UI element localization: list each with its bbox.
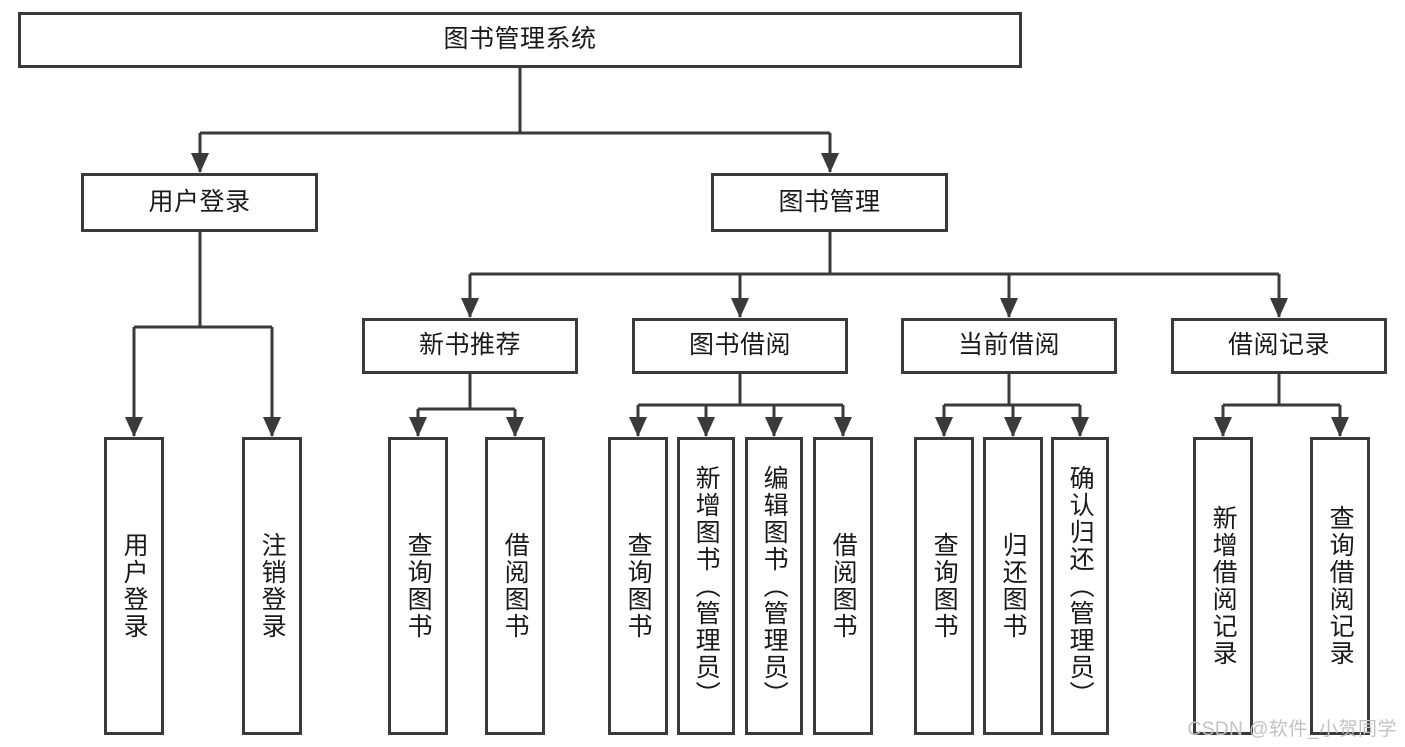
- node-label: 图书借阅: [688, 331, 791, 360]
- node-current-borrow[interactable]: 当前借阅: [901, 318, 1117, 374]
- node-user-login[interactable]: 用户登录: [81, 173, 318, 232]
- node-leaf-return-book[interactable]: 归还图书: [983, 437, 1043, 735]
- node-label: 新书推荐: [418, 331, 521, 360]
- node-label: 确认归还（管理员）: [1066, 464, 1095, 708]
- node-borrow-record[interactable]: 借阅记录: [1171, 318, 1387, 374]
- node-leaf-edit-book[interactable]: 编辑图书（管理员）: [745, 437, 803, 735]
- node-label: 借阅记录: [1227, 331, 1330, 360]
- node-book-borrow[interactable]: 图书借阅: [632, 318, 848, 374]
- node-label: 借阅图书: [829, 532, 858, 640]
- csdn-watermark: CSDN @软件_小贺同学: [1187, 719, 1397, 740]
- node-leaf-query-book-2[interactable]: 查询图书: [608, 437, 668, 735]
- node-label: 查询图书: [404, 532, 433, 640]
- node-leaf-logout[interactable]: 注销登录: [242, 437, 302, 735]
- node-new-book-rec[interactable]: 新书推荐: [362, 318, 578, 374]
- node-leaf-user-login[interactable]: 用户登录: [104, 437, 164, 735]
- node-leaf-confirm-return[interactable]: 确认归还（管理员）: [1051, 437, 1109, 735]
- node-label: 图书管理: [778, 187, 881, 216]
- node-leaf-borrow-book-2[interactable]: 借阅图书: [813, 437, 873, 735]
- node-label: 查询图书: [624, 532, 653, 640]
- node-label: 编辑图书（管理员）: [760, 464, 789, 708]
- node-label: 借阅图书: [501, 532, 530, 640]
- node-label: 用户登录: [148, 187, 251, 216]
- node-label: 查询借阅记录: [1326, 505, 1355, 667]
- node-leaf-add-record[interactable]: 新增借阅记录: [1193, 437, 1253, 735]
- node-label: 注销登录: [258, 532, 287, 640]
- node-book-manage[interactable]: 图书管理: [711, 173, 948, 232]
- node-label: 当前借阅: [957, 331, 1060, 360]
- node-leaf-query-book-1[interactable]: 查询图书: [388, 437, 448, 735]
- node-root[interactable]: 图书管理系统: [18, 12, 1022, 68]
- node-leaf-query-book-3[interactable]: 查询图书: [914, 437, 974, 735]
- node-label: 新增借阅记录: [1209, 505, 1238, 667]
- node-leaf-query-record[interactable]: 查询借阅记录: [1310, 437, 1370, 735]
- node-label: 图书管理系统: [443, 25, 597, 54]
- node-label: 归还图书: [999, 532, 1028, 640]
- node-leaf-add-book[interactable]: 新增图书（管理员）: [677, 437, 735, 735]
- node-label: 用户登录: [120, 532, 149, 640]
- node-label: 查询图书: [930, 532, 959, 640]
- node-leaf-borrow-book-1[interactable]: 借阅图书: [485, 437, 545, 735]
- node-label: 新增图书（管理员）: [692, 464, 721, 708]
